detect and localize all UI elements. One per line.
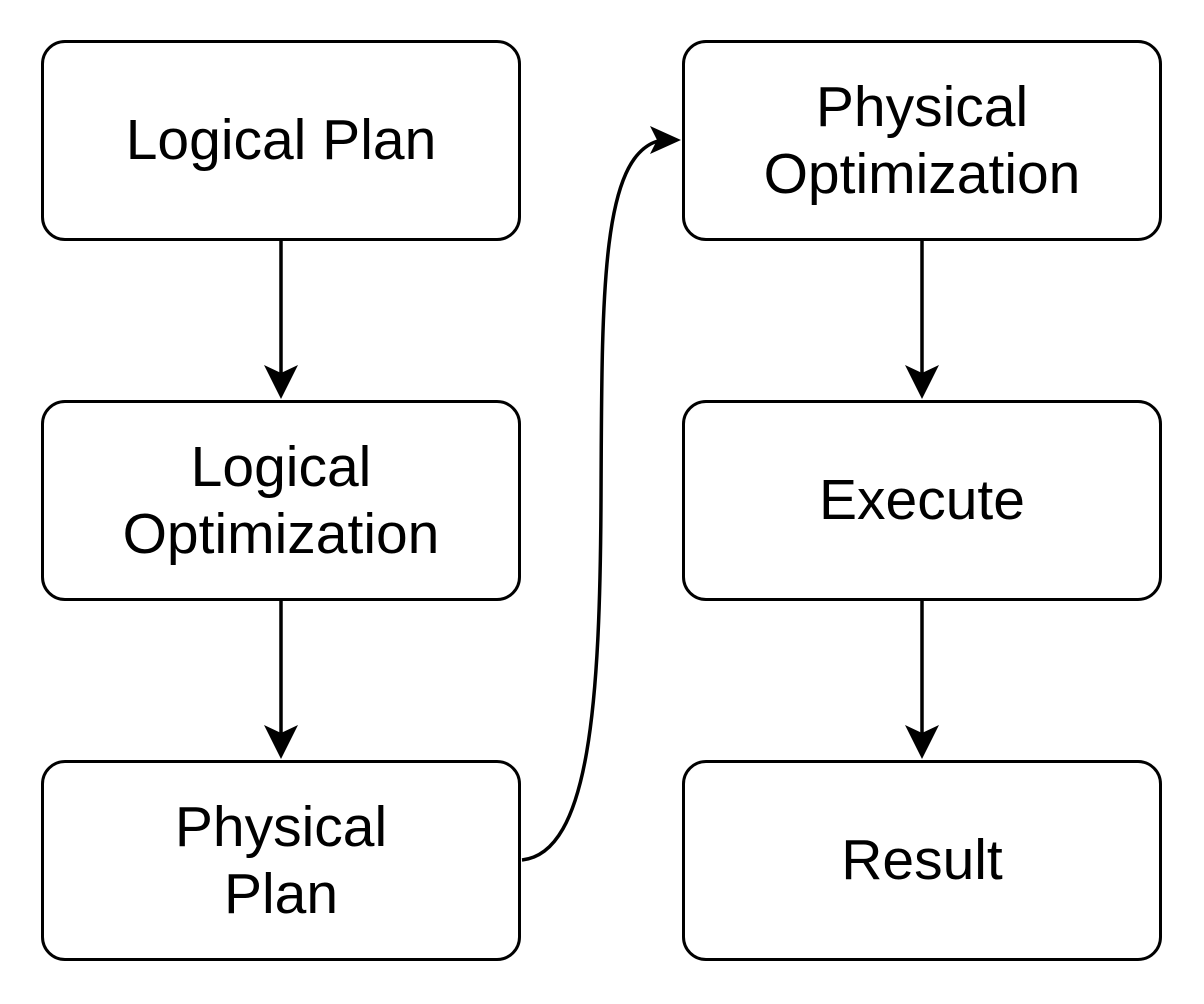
- node-logical-optimization-label: Logical Optimization: [122, 434, 440, 566]
- node-physical-plan-label: Physical Plan: [174, 794, 388, 926]
- node-logical-plan: Logical Plan: [41, 40, 521, 241]
- arrow-logical-plan-to-logical-optimization: [264, 241, 298, 399]
- arrow-physical-plan-to-physical-optimization: [521, 126, 681, 862]
- node-result-label: Result: [841, 828, 1003, 893]
- node-execute: Execute: [682, 400, 1162, 601]
- node-logical-optimization: Logical Optimization: [41, 400, 521, 601]
- node-result: Result: [682, 760, 1162, 961]
- node-physical-optimization-label: Physical Optimization: [763, 74, 1081, 206]
- arrow-logical-optimization-to-physical-plan: [264, 601, 298, 759]
- node-physical-plan: Physical Plan: [41, 760, 521, 961]
- arrow-execute-to-result: [905, 601, 939, 759]
- node-physical-optimization: Physical Optimization: [682, 40, 1162, 241]
- arrow-physical-optimization-to-execute: [905, 241, 939, 399]
- node-execute-label: Execute: [819, 468, 1025, 533]
- node-logical-plan-label: Logical Plan: [125, 108, 437, 173]
